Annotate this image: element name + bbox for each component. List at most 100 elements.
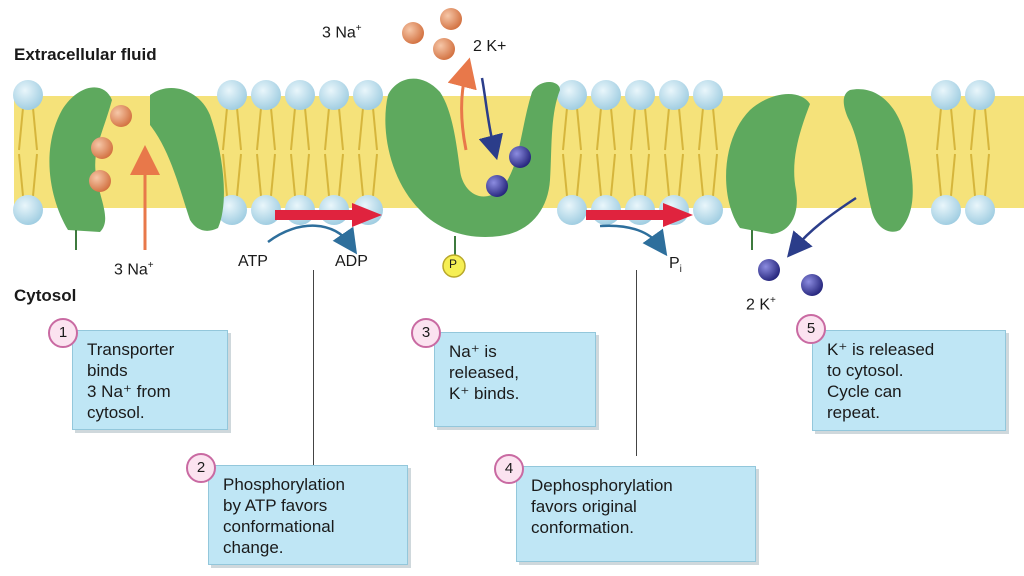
step-4-badge: 4: [494, 454, 524, 484]
lipid-tail: [358, 153, 364, 197]
lipid-tail: [256, 107, 262, 151]
step-2-badge: 2: [186, 453, 216, 483]
transporter-state-2: [385, 78, 560, 256]
lipid-tail: [290, 153, 296, 197]
lipid-tail: [644, 107, 650, 151]
sodium-ion: [91, 137, 113, 159]
lipid-tail: [222, 107, 228, 151]
phosphorylation-arrow: [275, 203, 382, 227]
sodium-ion: [402, 22, 424, 44]
potassium-ion: [509, 146, 531, 168]
lipid-tail: [644, 153, 650, 197]
potassium-release-arrow: [786, 196, 857, 258]
step-5-badge: 5: [796, 314, 826, 344]
lipid-tail: [630, 153, 636, 197]
lipid-tail: [270, 153, 276, 197]
inorganic-phosphate-label: Pi: [669, 255, 682, 276]
lipid-tail: [222, 153, 228, 197]
atp-label: ATP: [238, 253, 268, 270]
lipid-tail: [372, 153, 378, 197]
lipid-tail: [596, 153, 602, 197]
cytosol-label: Cytosol: [14, 286, 77, 305]
step-3-box: Na⁺ is released, K⁺ binds.: [434, 332, 596, 427]
step-4-box: Dephosphorylation favors original confor…: [516, 466, 756, 562]
lipid-head: [251, 80, 281, 110]
potassium-ion: [758, 259, 780, 281]
step-2-box: Phosphorylation by ATP favors conformati…: [208, 465, 408, 565]
lipid-head: [319, 80, 349, 110]
lipid-head: [217, 195, 247, 225]
lipid-tail: [970, 107, 976, 151]
lipid-tail: [304, 153, 310, 197]
atp-to-adp-arrow: [267, 224, 358, 255]
lipid-tail: [712, 107, 718, 151]
lipid-tail: [32, 107, 38, 151]
lipid-tail: [664, 107, 670, 151]
step-1-box: Transporter binds 3 Na⁺ from cytosol.: [72, 330, 228, 430]
leader-line-step-4: [636, 270, 637, 456]
lipid-tail: [32, 153, 38, 197]
lipid-tail: [698, 153, 704, 197]
sodium-released-label: 3 Na+: [322, 23, 362, 42]
lipid-head: [693, 195, 723, 225]
lipid-tail: [970, 153, 976, 197]
lipid-head: [353, 80, 383, 110]
lipid-tail: [950, 107, 956, 151]
lipid-heads-top: [13, 80, 995, 110]
lipid-head: [965, 195, 995, 225]
lipid-head: [557, 80, 587, 110]
sodium-ion: [110, 105, 132, 127]
transporter-state-3: [726, 89, 913, 250]
lipid-tail: [984, 153, 990, 197]
sodium-ion: [433, 38, 455, 60]
lipid-tail: [984, 107, 990, 151]
lipid-tail: [338, 107, 344, 151]
lipid-tail: [678, 107, 684, 151]
sodium-release-arrow: [447, 57, 477, 151]
lipid-tail: [338, 153, 344, 197]
lipid-tail: [630, 107, 636, 151]
sodium-ion: [440, 8, 462, 30]
lipid-tail: [324, 153, 330, 197]
lipid-head: [693, 80, 723, 110]
lipid-tail: [304, 107, 310, 151]
step-3-badge: 3: [411, 318, 441, 348]
sodium-ion: [89, 170, 111, 192]
lipid-tail: [698, 107, 704, 151]
adp-label: ADP: [335, 253, 368, 270]
leader-line-step-2: [313, 270, 314, 467]
extracellular-label: Extracellular fluid: [14, 45, 157, 64]
lipid-tail: [236, 107, 242, 151]
lipid-head: [591, 80, 621, 110]
lipid-head: [931, 195, 961, 225]
lipid-head: [625, 80, 655, 110]
lipid-head: [659, 80, 689, 110]
lipid-tail: [18, 107, 24, 151]
lipid-tail: [576, 153, 582, 197]
lipid-tail: [610, 153, 616, 197]
lipid-tails: [18, 107, 990, 197]
lipid-head: [557, 195, 587, 225]
lipid-head: [931, 80, 961, 110]
lipid-tail: [712, 153, 718, 197]
lipid-head: [13, 80, 43, 110]
transporter-state-1: [49, 87, 224, 250]
lipid-tail: [358, 107, 364, 151]
lipid-tail: [576, 107, 582, 151]
phosphate-release-arrow: [599, 224, 668, 257]
lipid-tail: [610, 107, 616, 151]
phosphate-group: [442, 254, 466, 278]
potassium-extracellular-label: 2 K+: [473, 38, 507, 55]
step-5-box: K⁺ is released to cytosol. Cycle can rep…: [812, 330, 1006, 431]
lipid-tail: [678, 153, 684, 197]
lipid-head: [13, 195, 43, 225]
lipid-tail: [18, 153, 24, 197]
lipid-tail: [256, 153, 262, 197]
lipid-tail: [664, 153, 670, 197]
potassium-binding-arrow: [478, 77, 503, 161]
lipid-tail: [950, 153, 956, 197]
lipid-tail: [562, 153, 568, 197]
lipid-tail: [936, 153, 942, 197]
lipid-tail: [290, 107, 296, 151]
